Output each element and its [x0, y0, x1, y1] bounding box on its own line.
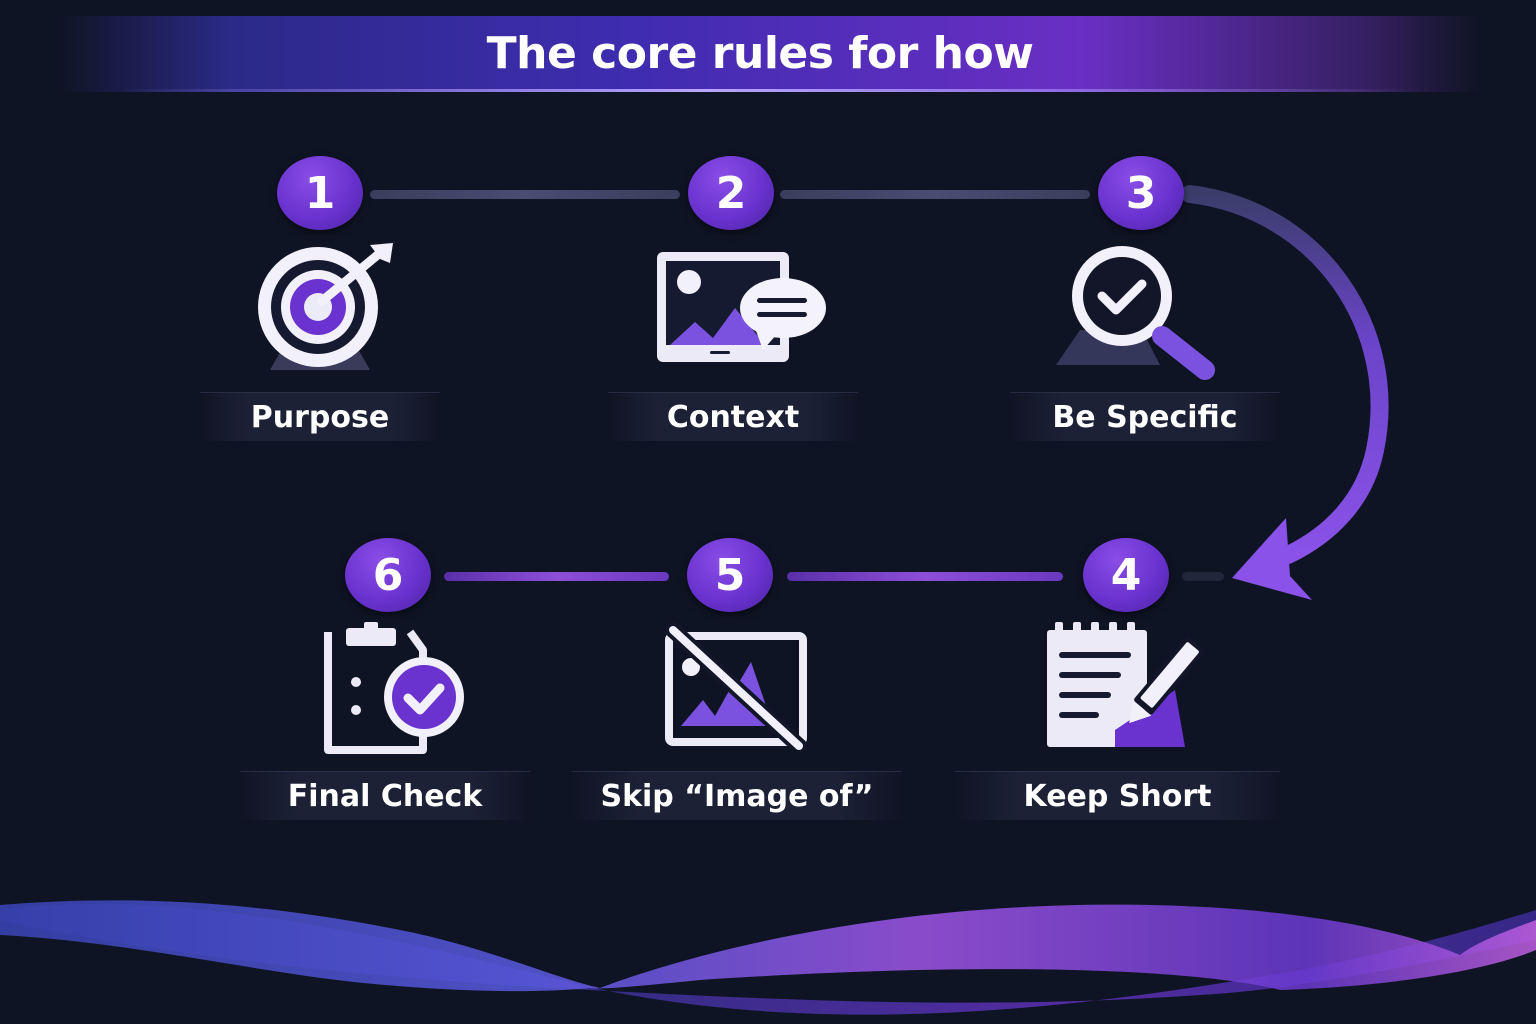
decorative-wave — [0, 900, 1536, 1015]
curved-arrow-icon — [1181, 185, 1389, 600]
page-title: The core rules for how — [486, 28, 1034, 79]
connector-4-arrow — [1182, 572, 1224, 581]
clipboard-check-icon — [324, 622, 464, 754]
connector-5-4 — [787, 572, 1063, 581]
step-2-badge: 2 — [688, 156, 774, 230]
target-icon — [258, 243, 393, 370]
step-4-badge: 4 — [1083, 538, 1169, 612]
connector-6-5 — [444, 572, 669, 581]
connector-2-3 — [780, 190, 1090, 199]
connector-1-2 — [370, 190, 680, 199]
magnifier-check-icon — [1056, 246, 1215, 380]
step-3-label: Be Specific — [1010, 392, 1280, 441]
step-5-badge: 5 — [687, 538, 773, 612]
step-5-label: Skip “Image of” — [572, 771, 902, 820]
step-3-badge: 3 — [1098, 156, 1184, 230]
notepad-pencil-icon — [1047, 622, 1205, 747]
step-1-badge: 1 — [277, 156, 363, 230]
step-2-label: Context — [608, 392, 858, 441]
step-1-label: Purpose — [200, 392, 440, 441]
step-6-label: Final Check — [240, 771, 530, 820]
image-crossed-out-icon — [665, 622, 807, 750]
image-with-speech-bubble-icon — [657, 252, 826, 362]
step-4-label: Keep Short — [955, 771, 1280, 820]
title-banner — [60, 16, 1480, 92]
step-6-badge: 6 — [345, 538, 431, 612]
